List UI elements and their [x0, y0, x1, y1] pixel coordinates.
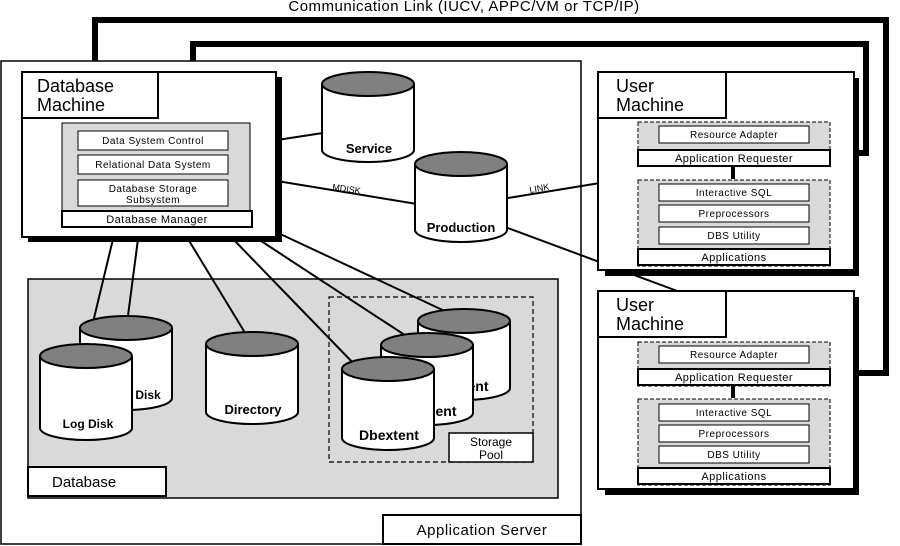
user-machine-2: User Machine Resource Adapter Applicatio…: [597, 290, 859, 495]
database-machine-title-1: Database: [37, 76, 114, 96]
user-machine-1-title-box: [597, 71, 727, 119]
preprocessors-2-box: [658, 424, 810, 443]
communication-link-label: Communication Link (IUCV, APPC/VM or TCP…: [288, 0, 639, 15]
database-label-box: [27, 466, 167, 497]
comm-link-outer: [92, 17, 889, 376]
data-system-control-label: Data System Control: [102, 136, 204, 147]
database-storage-subsystem-box: [77, 179, 229, 207]
preprocessors-2-label: Preprocessors: [699, 429, 770, 440]
storage-pool-label-2: Pool: [479, 448, 503, 462]
user-machine-1: User Machine Resource Adapter Applicatio…: [597, 71, 859, 276]
interactive-sql-2-label: Interactive SQL: [696, 408, 772, 419]
preprocessors-1-box: [658, 204, 810, 223]
database-manager-box: [61, 210, 253, 228]
database-manager-label: Database Manager: [106, 214, 208, 226]
communication-link-lines: [92, 17, 889, 376]
log-disk-label: Log Disk: [63, 417, 114, 431]
applications-1-box: [637, 248, 831, 266]
database-label: Database: [52, 474, 116, 491]
user-machine-2-title-2: Machine: [616, 314, 684, 334]
application-requester-1-box: [637, 149, 831, 167]
dbextent-label: Dbextent: [359, 427, 419, 443]
applications-2-label: Applications: [701, 471, 766, 483]
user-machine-1-title-2: Machine: [616, 95, 684, 115]
user-machine-1-connector: [731, 167, 735, 179]
user-machine-1-title-1: User: [616, 76, 654, 96]
storage-pool-label-box: [448, 432, 534, 463]
storage-pool-label-1: Storage: [470, 435, 512, 449]
relational-data-system-label: Relational Data System: [95, 160, 211, 171]
resource-adapter-1-box: [658, 125, 810, 144]
service-disk: Service: [321, 71, 415, 163]
relational-data-system-box: [77, 154, 229, 175]
directory-label: Directory: [224, 402, 282, 417]
user-machine-2-title-box: [597, 290, 727, 338]
directory-disk: Directory: [205, 331, 299, 425]
link-label: LINK: [529, 182, 550, 195]
application-server-label-box: [382, 514, 582, 545]
log-disk: Log Disk: [39, 343, 133, 441]
dbs-utility-2-label: DBS Utility: [707, 450, 760, 461]
database-machine-title-2: Machine: [37, 95, 105, 115]
comm-link-inner: [190, 41, 869, 156]
dbs-utility-1-box: [658, 226, 810, 245]
dbs-utility-1-label: DBS Utility: [707, 231, 760, 242]
dbs-utility-2-box: [658, 445, 810, 464]
service-label: Service: [346, 141, 392, 156]
database-machine-title-box: [21, 71, 159, 119]
interactive-sql-1-box: [658, 183, 810, 202]
subsystem-label: Subsystem: [126, 195, 180, 206]
production-disk: Production: [414, 151, 508, 243]
application-requester-2-box: [637, 368, 831, 386]
resource-adapter-2-box: [658, 345, 810, 364]
dbextent-disk: Dbextent: [341, 356, 435, 451]
dbextent-middle-label: ent: [436, 403, 457, 419]
applications-1-label: Applications: [701, 252, 766, 264]
application-requester-2-label: Application Requester: [675, 372, 793, 384]
application-server-label: Application Server: [417, 522, 548, 539]
data-system-control-box: [77, 130, 229, 151]
preprocessors-1-label: Preprocessors: [699, 209, 770, 220]
log-disk-back-label: Disk: [135, 388, 161, 402]
application-requester-1-label: Application Requester: [675, 153, 793, 165]
user-machine-2-connector: [731, 386, 735, 398]
production-label: Production: [427, 220, 496, 235]
user-machine-2-title-1: User: [616, 295, 654, 315]
applications-2-box: [637, 467, 831, 485]
mdisk-label: MDISK: [332, 182, 362, 196]
interactive-sql-1-label: Interactive SQL: [696, 188, 772, 199]
resource-adapter-2-label: Resource Adapter: [690, 350, 778, 361]
resource-adapter-1-label: Resource Adapter: [690, 130, 778, 141]
database-storage-label: Database Storage: [109, 184, 198, 195]
interactive-sql-2-box: [658, 403, 810, 422]
